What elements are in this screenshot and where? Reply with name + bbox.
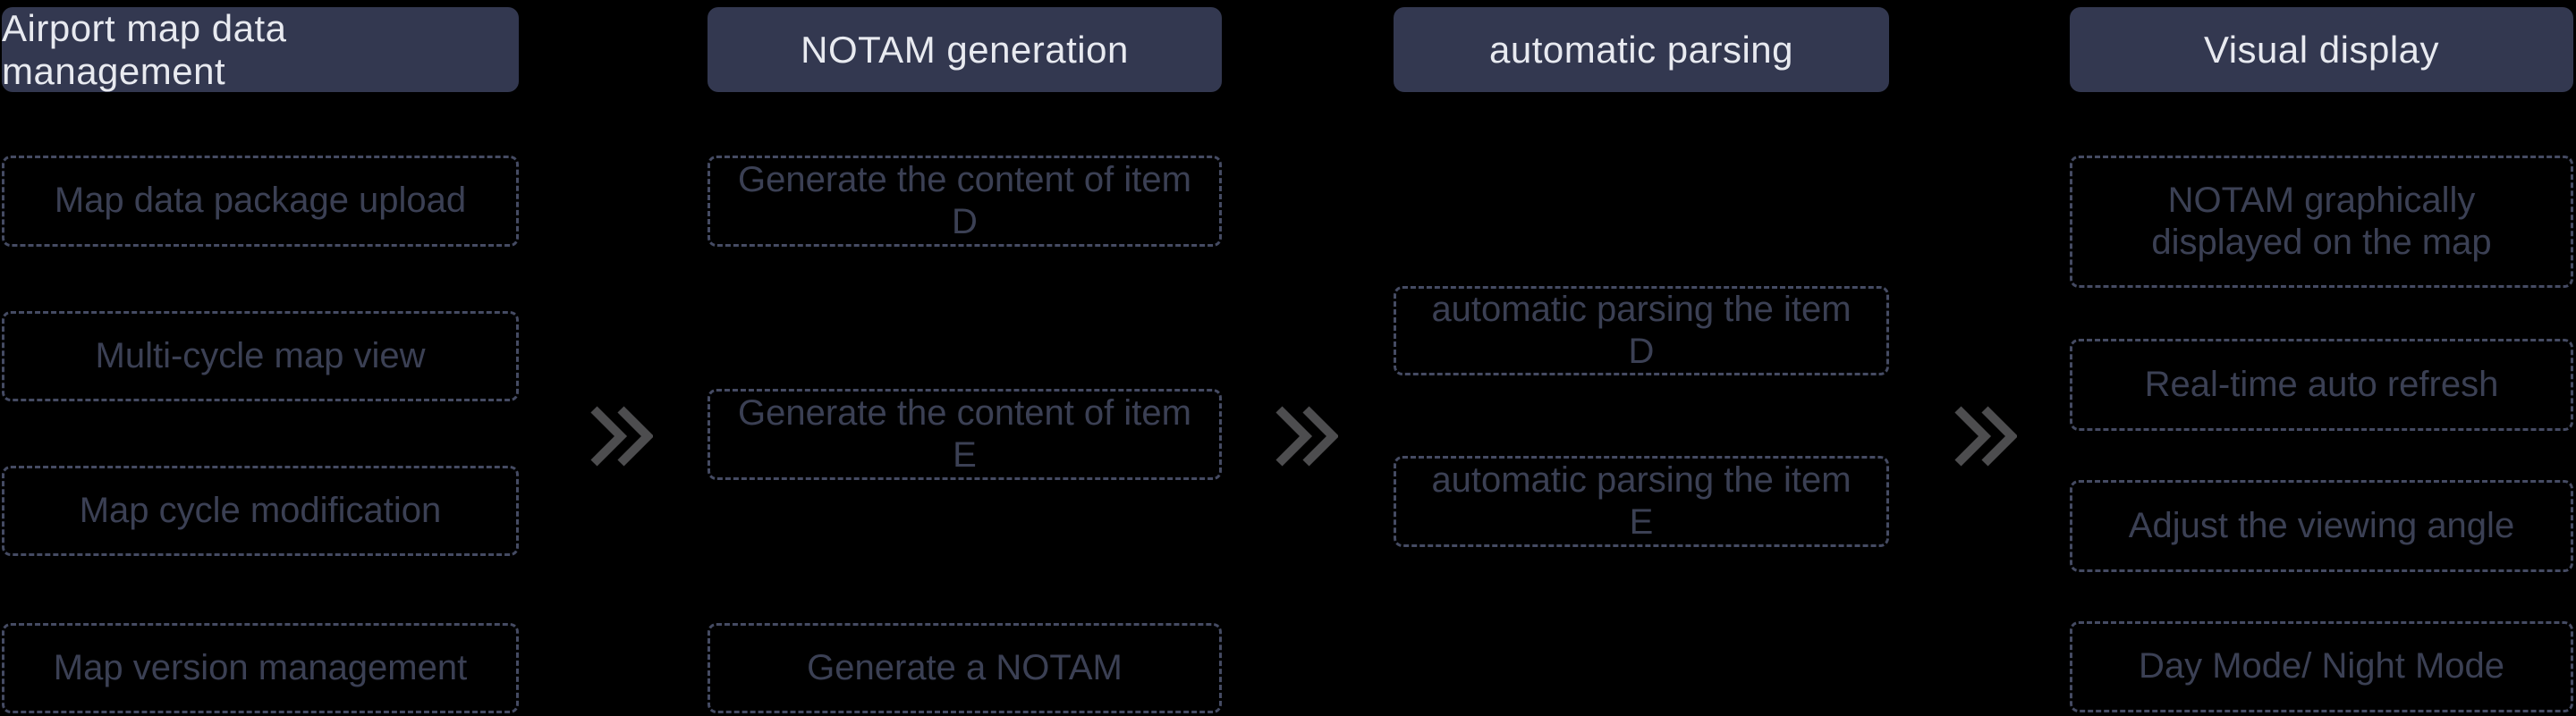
flow-box-notam-graphically-displayed: NOTAM graphically displayed on the map bbox=[2070, 156, 2573, 288]
flow-box-generate-content-item-d: Generate the content of item D bbox=[708, 156, 1222, 247]
column-header-automatic-parsing: automatic parsing bbox=[1394, 7, 1889, 92]
flow-box-automatic-parsing-item-e: automatic parsing the item E bbox=[1394, 456, 1889, 547]
flow-box-adjust-viewing-angle: Adjust the viewing angle bbox=[2070, 480, 2573, 572]
column-header-notam-generation: NOTAM generation bbox=[708, 7, 1222, 92]
flow-box-map-cycle-modification: Map cycle modification bbox=[2, 466, 519, 556]
flow-box-map-version-management: Map version management bbox=[2, 623, 519, 713]
double-chevron-right-icon bbox=[589, 404, 653, 468]
double-chevron-right-icon bbox=[1953, 404, 2017, 468]
flow-box-generate-a-notam: Generate a NOTAM bbox=[708, 623, 1222, 713]
flow-box-map-data-package-upload: Map data package upload bbox=[2, 156, 519, 247]
column-header-visual-display: Visual display bbox=[2070, 7, 2573, 92]
double-chevron-right-icon bbox=[1274, 404, 1338, 468]
flow-box-generate-content-item-e: Generate the content of item E bbox=[708, 389, 1222, 480]
flow-box-multi-cycle-map-view: Multi-cycle map view bbox=[2, 311, 519, 401]
flow-box-day-night-mode: Day Mode/ Night Mode bbox=[2070, 621, 2573, 712]
column-header-airport-map-data-management: Airport map data management bbox=[2, 7, 519, 92]
flow-box-real-time-auto-refresh: Real-time auto refresh bbox=[2070, 339, 2573, 431]
flow-box-automatic-parsing-item-d: automatic parsing the item D bbox=[1394, 286, 1889, 375]
